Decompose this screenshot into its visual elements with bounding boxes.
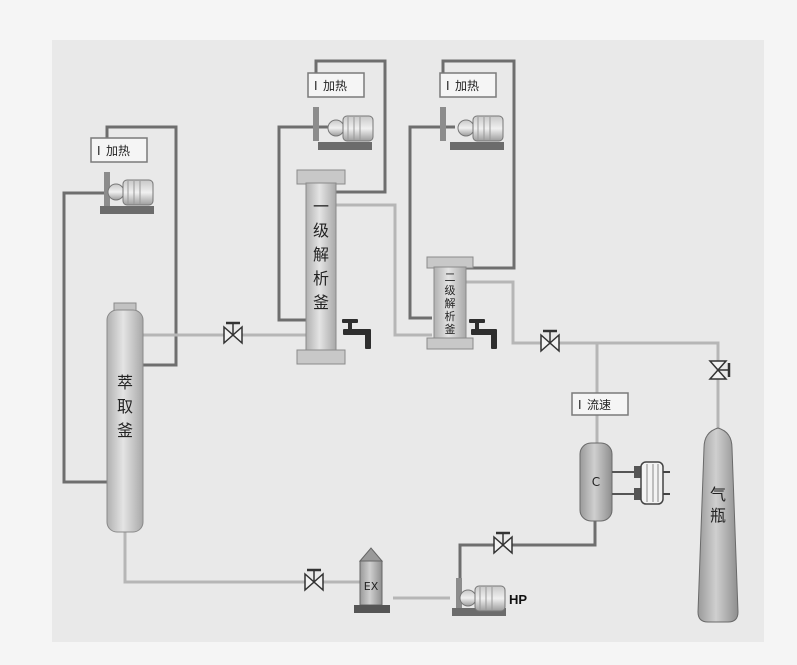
flow-indicator-glyph: I: [578, 398, 582, 412]
gas-cylinder-char-2: 瓶: [710, 506, 726, 525]
drain-tap-separator2[interactable]: [469, 319, 497, 349]
high-pressure-pump[interactable]: HP: [452, 578, 527, 616]
heater-box-separator2[interactable]: I 加热: [439, 72, 497, 98]
heater-label: 加热: [106, 144, 130, 158]
extraction-vessel-char-3: 釜: [117, 421, 133, 440]
separator1-char-1: 一: [313, 197, 329, 216]
heater-box-extraction[interactable]: I 加热: [90, 137, 148, 163]
separator-vessel-2[interactable]: 二 级 解 析 釜: [426, 256, 474, 350]
drain-tap-separator1[interactable]: [342, 319, 371, 349]
extraction-vessel[interactable]: 萃 取 釜: [106, 302, 144, 533]
separator2-char-1: 二: [445, 271, 456, 284]
heating-loop-separator1: [277, 59, 387, 322]
separator2-char-2: 级: [445, 284, 456, 297]
heater-box-separator1[interactable]: I 加热: [307, 72, 365, 98]
separator-vessel-1[interactable]: 一 级 解 析 釜: [296, 169, 346, 365]
heater-indicator-glyph: I: [314, 79, 318, 93]
separator1-char-2: 级: [313, 221, 329, 240]
heater-indicator-glyph: I: [97, 144, 101, 158]
valve-return-line[interactable]: [304, 568, 324, 592]
process-lines-light: [123, 203, 720, 600]
flow-meter-box[interactable]: I 流速: [571, 392, 629, 416]
valve-extraction-outlet[interactable]: [223, 321, 243, 345]
condenser-vessel[interactable]: C: [579, 442, 613, 522]
diagram-panel: [52, 40, 764, 642]
separator2-char-3: 解: [445, 296, 456, 310]
heating-loop-separator2: [408, 59, 516, 320]
heat-exchanger[interactable]: EX: [354, 547, 390, 613]
gas-cylinder[interactable]: 气 瓶: [697, 427, 739, 623]
flow-label: 流速: [587, 398, 611, 412]
heater-indicator-glyph: I: [446, 79, 450, 93]
heating-loop-extraction: [62, 125, 178, 484]
heater-label: 加热: [455, 79, 479, 93]
extraction-vessel-char-1: 萃: [117, 373, 133, 392]
heating-pump-extraction[interactable]: [100, 172, 154, 214]
valve-pump-inlet[interactable]: [493, 531, 513, 555]
heating-pump-separator2[interactable]: [440, 107, 504, 150]
condenser-label: C: [592, 475, 600, 489]
pump-label: HP: [509, 592, 527, 607]
separator2-char-5: 釜: [445, 322, 456, 336]
separator1-char-3: 解: [313, 245, 329, 264]
valve-product-line[interactable]: [540, 329, 560, 353]
extraction-vessel-char-2: 取: [117, 397, 133, 416]
process-line-dark: [458, 520, 597, 600]
separator1-char-5: 釜: [313, 293, 329, 312]
heating-pump-separator1[interactable]: [313, 107, 374, 150]
heater-label: 加热: [323, 79, 347, 93]
chiller-unit[interactable]: [612, 461, 670, 505]
gas-cylinder-char-1: 气: [710, 485, 726, 504]
separator2-char-4: 析: [445, 309, 456, 323]
exchanger-label: EX: [364, 580, 379, 593]
separator1-char-4: 析: [313, 269, 329, 288]
valve-gas-cylinder[interactable]: [708, 360, 731, 380]
